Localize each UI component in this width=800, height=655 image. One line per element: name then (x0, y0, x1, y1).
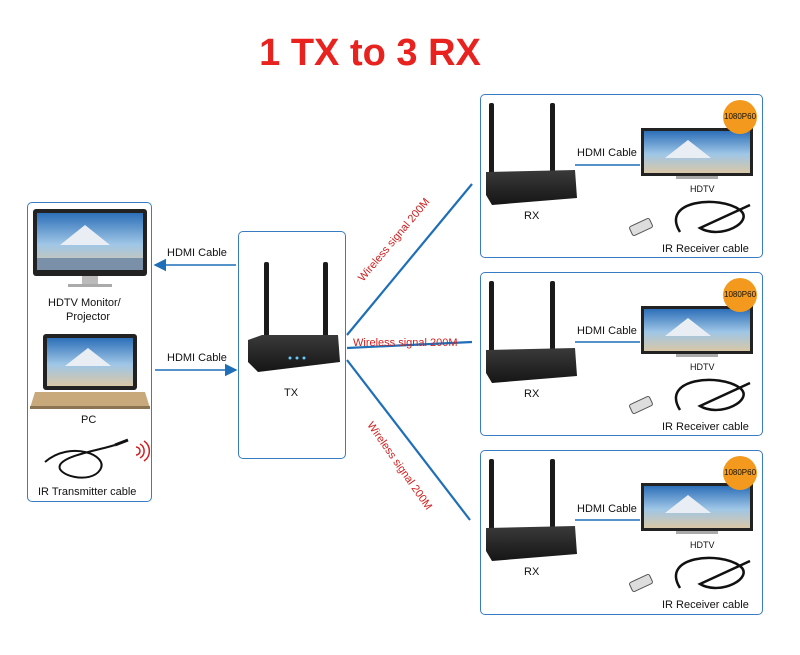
rx-device-icon-2 (486, 281, 577, 383)
resolution-badge: 1080P60 (724, 468, 757, 477)
hdtv-icon-1 (641, 128, 753, 179)
remote-icon-3 (629, 573, 653, 593)
pc-label: PC (81, 414, 97, 426)
rx-label: RX (524, 566, 540, 578)
ir-receiver-cable-icon-2 (674, 378, 751, 412)
diagram-title: 1 TX to 3 RX (259, 32, 481, 74)
remote-icon-2 (629, 395, 653, 415)
ir-receiver-label: IR Receiver cable (662, 243, 749, 255)
remote-icon-1 (629, 217, 653, 237)
rx-hdmi-label: HDMI Cable (577, 147, 637, 159)
signal-line-mid (346, 340, 473, 350)
signal-line-bottom (346, 359, 471, 521)
rx-hdmi-label: HDMI Cable (577, 325, 637, 337)
hdtv-label: HDTV (690, 540, 715, 550)
badge-1080p-icon (723, 278, 757, 312)
hdtv-monitor-icon (33, 209, 147, 287)
ir-receiver-cable-icon-3 (674, 556, 751, 590)
badge-1080p-icon (723, 100, 757, 134)
rx-label: RX (524, 210, 540, 222)
signal-label-mid: Wireless signal 200M (353, 337, 458, 349)
hdtv-icon-3 (641, 483, 753, 534)
ir-receiver-cable-icon-1 (674, 200, 751, 234)
ir-transmitter-cable-icon (44, 438, 151, 479)
tx-label: TX (284, 387, 299, 399)
hdmi-in-label: HDMI Cable (167, 352, 227, 364)
resolution-badge: 1080P60 (724, 112, 757, 121)
hdtv-label: HDTV (690, 184, 715, 194)
signal-line-top (346, 183, 473, 336)
resolution-badge: 1080P60 (724, 290, 757, 299)
tx-device-icon (248, 262, 340, 372)
hdtv-label: HDTV (690, 362, 715, 372)
monitor-label-line1: HDTV Monitor/ (48, 297, 121, 309)
hdtv-icon-2 (641, 306, 753, 357)
rx-device-icon-3 (486, 459, 577, 561)
rx-device-icon-1 (486, 103, 577, 205)
badge-1080p-icon (723, 456, 757, 490)
ir-receiver-label: IR Receiver cable (662, 599, 749, 611)
ir-receiver-label: IR Receiver cable (662, 421, 749, 433)
pc-laptop-icon (30, 334, 150, 409)
hdmi-out-label: HDMI Cable (167, 247, 227, 259)
rx-label: RX (524, 388, 540, 400)
rx-hdmi-label: HDMI Cable (577, 503, 637, 515)
monitor-label-line2: Projector (66, 311, 111, 323)
ir-transmitter-label: IR Transmitter cable (38, 486, 137, 498)
